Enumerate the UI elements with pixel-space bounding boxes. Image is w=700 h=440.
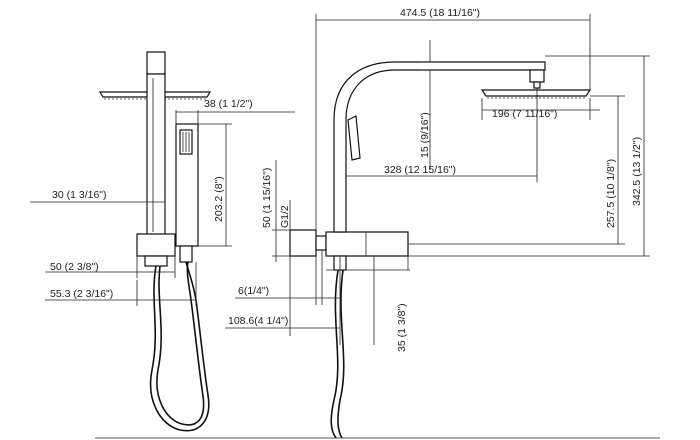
arm-top-block bbox=[146, 51, 166, 75]
dim-head-width: 196 (7 11/16") bbox=[492, 108, 557, 120]
head-ball-joint bbox=[533, 81, 541, 89]
dim-overall-width: 474.5 (18 11/16") bbox=[400, 7, 480, 19]
front-dimensions: 38 (1 1/2") 203.2 (8") 30 (1 3/16") 50 (… bbox=[30, 98, 295, 306]
dim-rail-gap: 15 (9/16") bbox=[419, 112, 431, 158]
wall-flange bbox=[289, 229, 317, 257]
hand-shower-connector bbox=[179, 245, 193, 263]
dim-height-to-head: 257.5 (10 1/8") bbox=[605, 159, 617, 228]
vertical-arm bbox=[146, 73, 166, 237]
hose-side-inner bbox=[337, 269, 345, 439]
inlet-nut bbox=[315, 235, 327, 251]
dim-wall-gap: 6(1/4") bbox=[238, 285, 269, 297]
dim-reach: 328 (12 15/16") bbox=[384, 164, 456, 176]
front-view bbox=[98, 51, 212, 432]
hose-front-inner bbox=[156, 261, 205, 426]
diverter-knob bbox=[347, 115, 361, 161]
head-connector bbox=[529, 69, 545, 83]
side-dimensions: 474.5 (18 11/16") 15 (9/16") 196 (7 11/1… bbox=[225, 7, 650, 352]
holder-block bbox=[136, 233, 176, 257]
dim-arm-width: 30 (1 3/16") bbox=[52, 189, 107, 201]
dim-holder-offset: 55.3 (2 3/16") bbox=[50, 288, 113, 300]
dim-outlet-height: 35 (1 3/8") bbox=[396, 303, 408, 352]
rain-head-side bbox=[480, 89, 592, 97]
dim-valve-depth: 108.6(4 1/4") bbox=[228, 315, 288, 327]
dim-hand-width: 38 (1 1/2") bbox=[204, 98, 253, 110]
side-view bbox=[289, 61, 592, 439]
mixer-body bbox=[325, 231, 409, 257]
dim-valve-height: 50 (1 15/16") bbox=[261, 168, 273, 228]
dim-total-height: 342.5 (13 1/2") bbox=[631, 137, 643, 206]
dim-hand-length: 203.2 (8") bbox=[213, 176, 225, 222]
dim-thread: G1/2 bbox=[279, 205, 291, 228]
hose-side bbox=[330, 269, 339, 439]
dim-holder-width: 50 (2 3/8") bbox=[50, 261, 99, 273]
holder-nut bbox=[144, 255, 168, 267]
riser-pipe bbox=[333, 61, 546, 233]
